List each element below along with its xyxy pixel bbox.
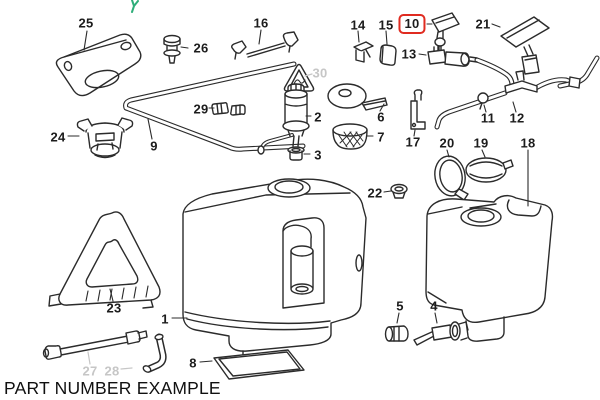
bracket-17-drawing <box>410 89 426 137</box>
part-label-9[interactable]: 9 <box>150 138 158 154</box>
part-label-17[interactable]: 17 <box>405 134 421 150</box>
part-label-11[interactable]: 11 <box>480 110 496 126</box>
tube-27-drawing <box>42 330 148 365</box>
part-label-22[interactable]: 22 <box>367 185 383 201</box>
lid-20-drawing <box>434 149 469 201</box>
green-mark-icon <box>131 0 139 13</box>
part-label-29[interactable]: 29 <box>193 101 209 117</box>
part-label-16[interactable]: 16 <box>253 15 269 31</box>
hose-9-leader <box>147 118 153 140</box>
washer-hose-9-drawing <box>123 61 306 152</box>
part-label-10-highlighted[interactable]: 10 <box>398 14 426 34</box>
bracket-25-drawing <box>55 30 142 97</box>
plug-5-drawing <box>384 312 409 342</box>
strainer-7-drawing <box>332 123 374 150</box>
washer-jet-21-drawing <box>491 16 550 75</box>
buffer-15-drawing <box>379 30 397 66</box>
part-label-6[interactable]: 6 <box>377 109 385 125</box>
part-label-13[interactable]: 13 <box>401 46 417 62</box>
part-label-7[interactable]: 7 <box>377 129 385 145</box>
part-label-19[interactable]: 19 <box>473 135 489 151</box>
part-label-28[interactable]: 28 <box>104 363 120 379</box>
part-label-23[interactable]: 23 <box>106 300 122 316</box>
cap-19-drawing <box>465 149 514 183</box>
part-label-24[interactable]: 24 <box>50 129 66 145</box>
level-sensor-4-drawing <box>413 312 469 346</box>
y-connector-12-drawing <box>504 70 538 113</box>
part-label-5[interactable]: 5 <box>396 298 404 314</box>
part-label-26[interactable]: 26 <box>193 40 209 56</box>
hose-clip-11-drawing <box>477 92 489 113</box>
part-label-2[interactable]: 2 <box>314 109 322 125</box>
rivet-26-drawing <box>163 34 189 64</box>
clip-14-drawing <box>353 30 374 63</box>
caption-part-number-example: PART NUMBER EXAMPLE <box>4 378 221 398</box>
elbow-28-drawing <box>120 333 167 373</box>
part-label-3[interactable]: 3 <box>314 147 322 163</box>
part-label-21[interactable]: 21 <box>475 16 491 32</box>
valve-13-drawing <box>418 45 478 67</box>
clip-24-drawing <box>67 117 134 159</box>
part-label-12[interactable]: 12 <box>509 110 525 126</box>
clip-22-drawing <box>383 183 408 199</box>
part-label-15[interactable]: 15 <box>378 17 394 33</box>
part-label-25[interactable]: 25 <box>78 15 94 31</box>
part-label-27[interactable]: 27 <box>82 363 98 379</box>
part-label-1[interactable]: 1 <box>161 311 169 327</box>
washer-pump-2-drawing <box>257 83 312 155</box>
bracket-23-drawing <box>48 211 161 309</box>
connector-29-drawing <box>208 102 246 116</box>
cap-6-drawing <box>327 83 388 112</box>
reservoir-1-drawing <box>171 178 367 361</box>
part-label-18[interactable]: 18 <box>520 135 536 151</box>
part-label-4[interactable]: 4 <box>430 298 438 314</box>
washer-hose-network-drawing <box>434 55 600 130</box>
grommet-3-drawing <box>287 146 311 161</box>
part-label-20[interactable]: 20 <box>439 135 455 151</box>
part-label-14[interactable]: 14 <box>350 17 366 33</box>
rod-16-drawing <box>231 29 299 60</box>
mat-8-drawing <box>199 349 305 380</box>
part-label-8[interactable]: 8 <box>189 355 197 371</box>
part-label-30[interactable]: 30 <box>312 65 328 81</box>
reservoir-18-drawing <box>425 149 554 342</box>
